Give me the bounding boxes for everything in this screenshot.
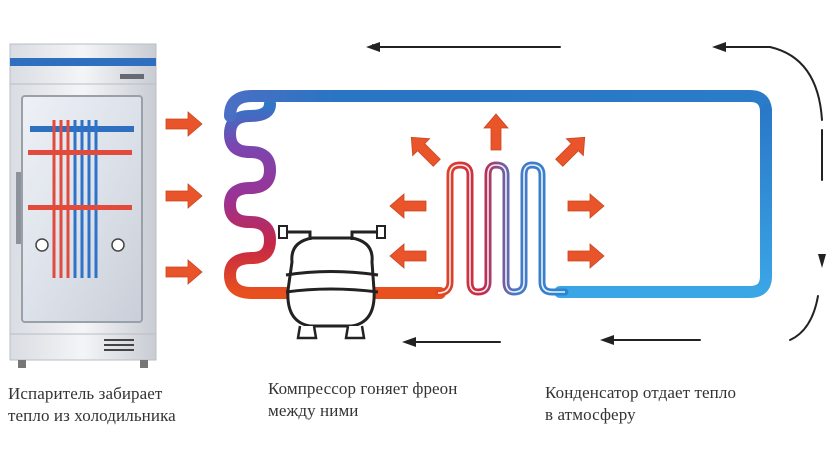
heat-arrow-icon <box>389 193 427 219</box>
refrigerator-icon <box>9 43 157 368</box>
heat-arrow-icon <box>165 259 203 285</box>
flow-direction-arrow-icon <box>712 42 726 52</box>
flow-direction-arrows <box>366 42 826 347</box>
condenser-caption-line2: в атмосферу <box>545 405 636 424</box>
heat-arrow-icon <box>165 111 203 137</box>
heat-arrow-icon <box>165 183 203 209</box>
compressor-caption: Компрессор гоняет фреон между ними <box>268 378 457 422</box>
heat-arrow-icon <box>567 193 605 219</box>
top-return-pipe <box>224 90 772 122</box>
condenser-caption-line1: Конденсатор отдает тепло <box>545 383 737 402</box>
heat-arrow-icon <box>483 113 509 151</box>
flow-direction-arrow-icon <box>600 335 614 345</box>
flow-direction-arrow-icon <box>366 42 380 52</box>
evaporator-caption-line2: тепло из холодильника <box>8 406 176 425</box>
right-pipe <box>554 104 772 298</box>
condenser-coil <box>434 161 569 297</box>
heat-arrow-icon <box>389 243 427 269</box>
flow-direction-arrow-icon <box>402 337 416 347</box>
evaporator-caption-line1: Испаритель забирает <box>8 384 163 403</box>
heat-arrow-icon <box>555 136 586 167</box>
heat-arrow-icon <box>567 243 605 269</box>
compressor-caption-line2: между ними <box>268 401 359 420</box>
condenser-caption: Конденсатор отдает тепло в атмосферу <box>545 382 736 426</box>
heat-arrow-icon <box>410 136 441 167</box>
evaporator-caption: Испаритель забирает тепло из холодильник… <box>8 383 176 427</box>
compressor-caption-line1: Компрессор гоняет фреон <box>268 379 458 398</box>
compressor-icon <box>278 225 386 340</box>
flow-direction-arrow-icon <box>818 254 826 268</box>
evaporator-coil <box>224 98 312 299</box>
